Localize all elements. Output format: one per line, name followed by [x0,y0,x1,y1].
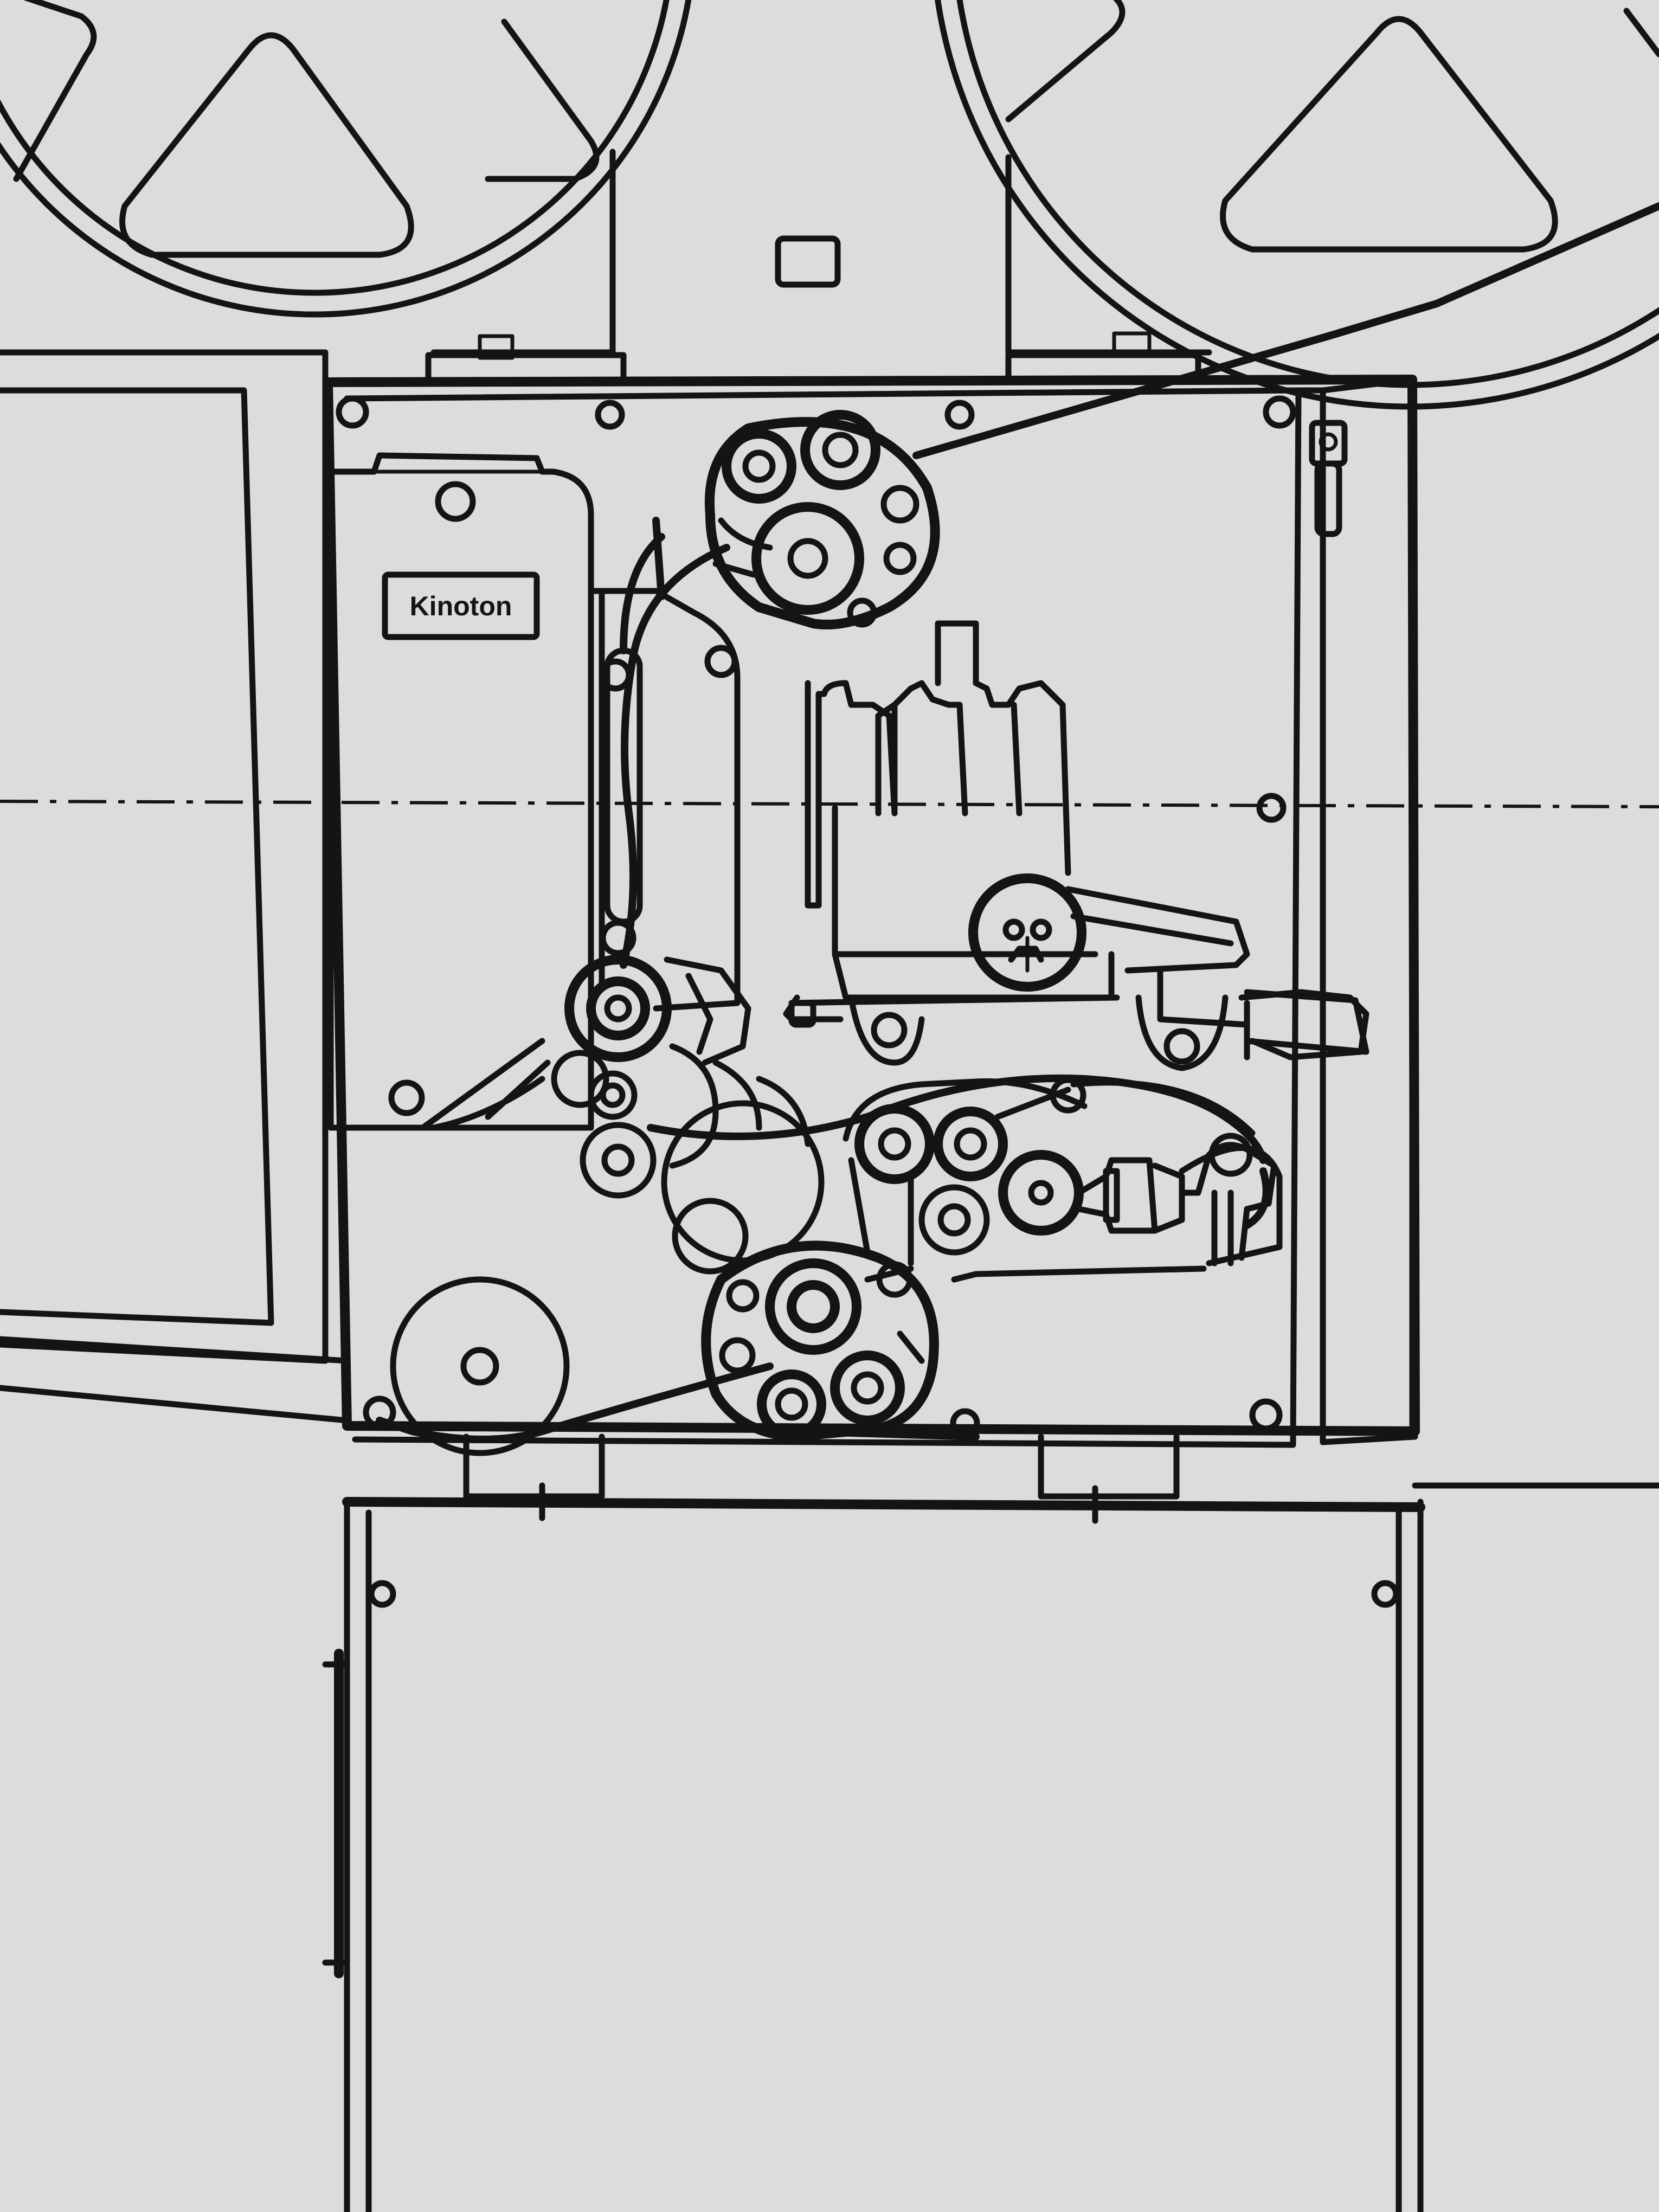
intermittent-sprocket-assembly [349,955,825,1275]
mechanism-plate [323,375,1420,1448]
upper-sprocket-assembly [704,410,940,629]
mount-tab-left [425,352,627,383]
upper-cover [327,452,594,1131]
lamphouse-panel [0,349,350,1424]
right-frame [1320,376,1659,1489]
mount-tab-right [1005,352,1201,383]
lower-guide-roller [390,1276,570,1456]
film-gate-column [588,588,741,1012]
supply-reel [0,0,692,318]
mount-tab-right-lug [1112,331,1152,357]
mount-tab-left-lug [478,334,515,360]
lower-cabinet [322,1499,1424,2212]
door-latch [1309,420,1348,537]
base-brackets [342,1433,1425,1524]
reel-arm-bracket [775,235,841,288]
lens-barrel [788,989,1369,1055]
optical-axis-line [0,800,1659,808]
lower-sprocket-assembly [701,1240,939,1442]
film-path [376,202,1659,1443]
manufacturer-logo: Kinoton [410,591,512,621]
